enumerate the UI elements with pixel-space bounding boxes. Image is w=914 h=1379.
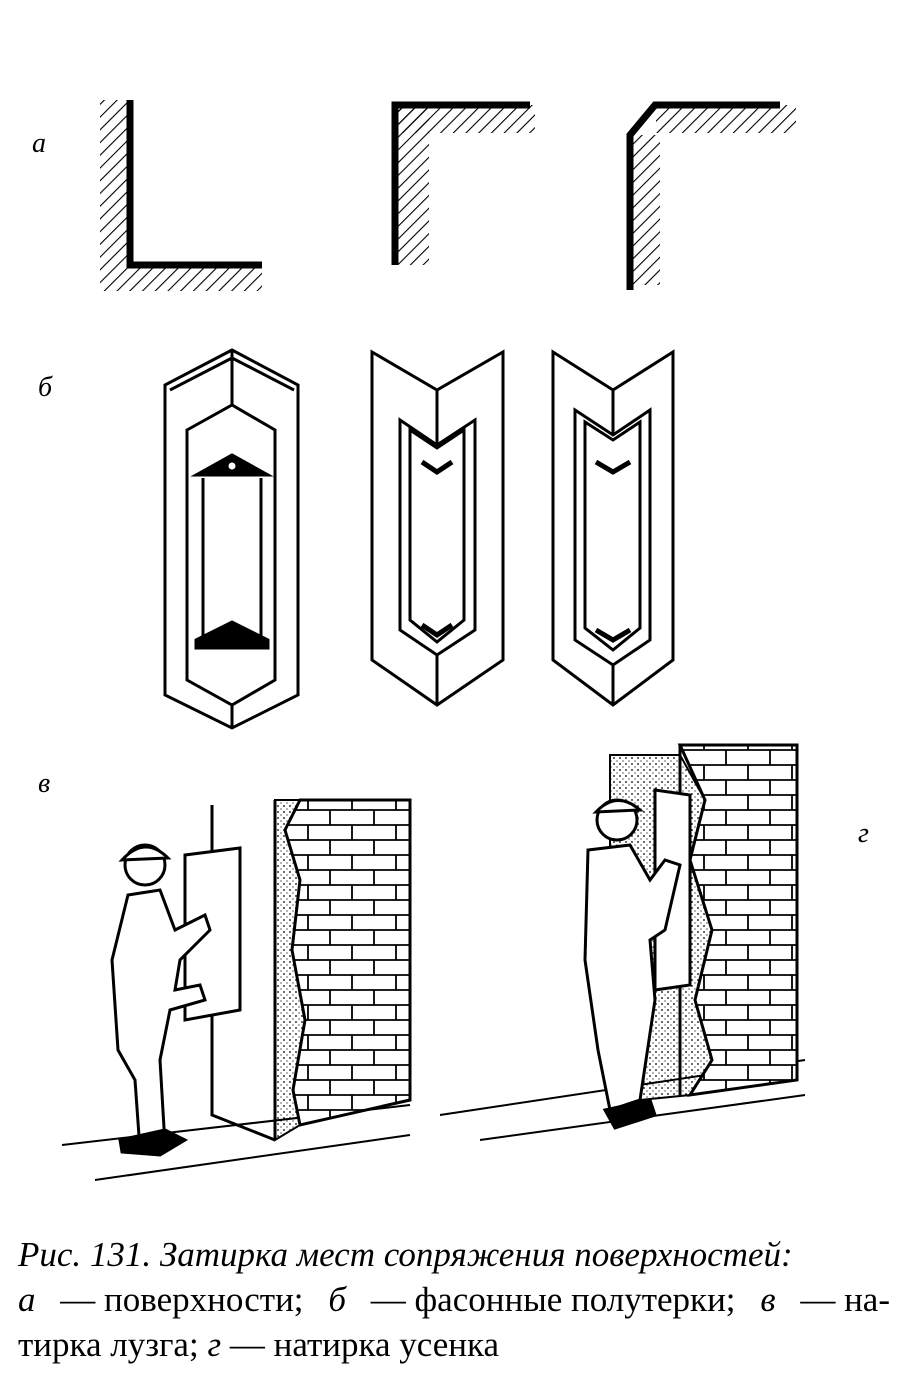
panel-v-inner-corner-work xyxy=(61,798,412,1181)
outer-corner-drawing xyxy=(391,101,535,265)
caption-desc-a: — поверхности; xyxy=(60,1280,304,1319)
trowel-outer-corner-1 xyxy=(370,349,505,707)
panel-g-outer-corner-work xyxy=(439,743,806,1141)
trowel-outer-corner-2 xyxy=(551,349,675,707)
panel-label-v: в xyxy=(38,768,51,799)
caption-title: Рис. 131. Затирка мест сопряжения поверх… xyxy=(18,1235,793,1274)
caption-key-v: в xyxy=(760,1280,776,1319)
panel-b-trowels xyxy=(163,348,675,730)
caption-line-3: тирка лузга; г — натирка усенка xyxy=(18,1322,890,1367)
caption-key-b: б xyxy=(328,1280,346,1319)
panel-label-b: б xyxy=(38,372,53,403)
caption-line-2: а — поверхности; б — фасонные полутерки;… xyxy=(18,1277,890,1322)
panel-a-surfaces xyxy=(100,100,796,291)
caption-key-a: а xyxy=(18,1280,36,1319)
illustration xyxy=(61,100,806,1181)
caption-desc-b: — фасонные полутерки; xyxy=(370,1280,736,1319)
figure-caption: Рис. 131. Затирка мест сопряжения поверх… xyxy=(18,1232,890,1367)
panel-label-a: а xyxy=(32,128,46,159)
caption-desc-v-start: — на- xyxy=(800,1280,890,1319)
trowel-inner-corner xyxy=(163,348,300,730)
worker-figure xyxy=(110,843,242,1157)
worker-figure xyxy=(583,788,692,1130)
inner-corner-drawing xyxy=(100,100,262,291)
caption-desc-g: — натирка усенка xyxy=(229,1325,499,1364)
panel-label-g: г xyxy=(858,818,869,849)
caption-desc-v-end: тирка лузга; xyxy=(18,1325,199,1364)
chamfered-corner-drawing xyxy=(626,101,796,290)
caption-key-g: г xyxy=(207,1325,222,1364)
